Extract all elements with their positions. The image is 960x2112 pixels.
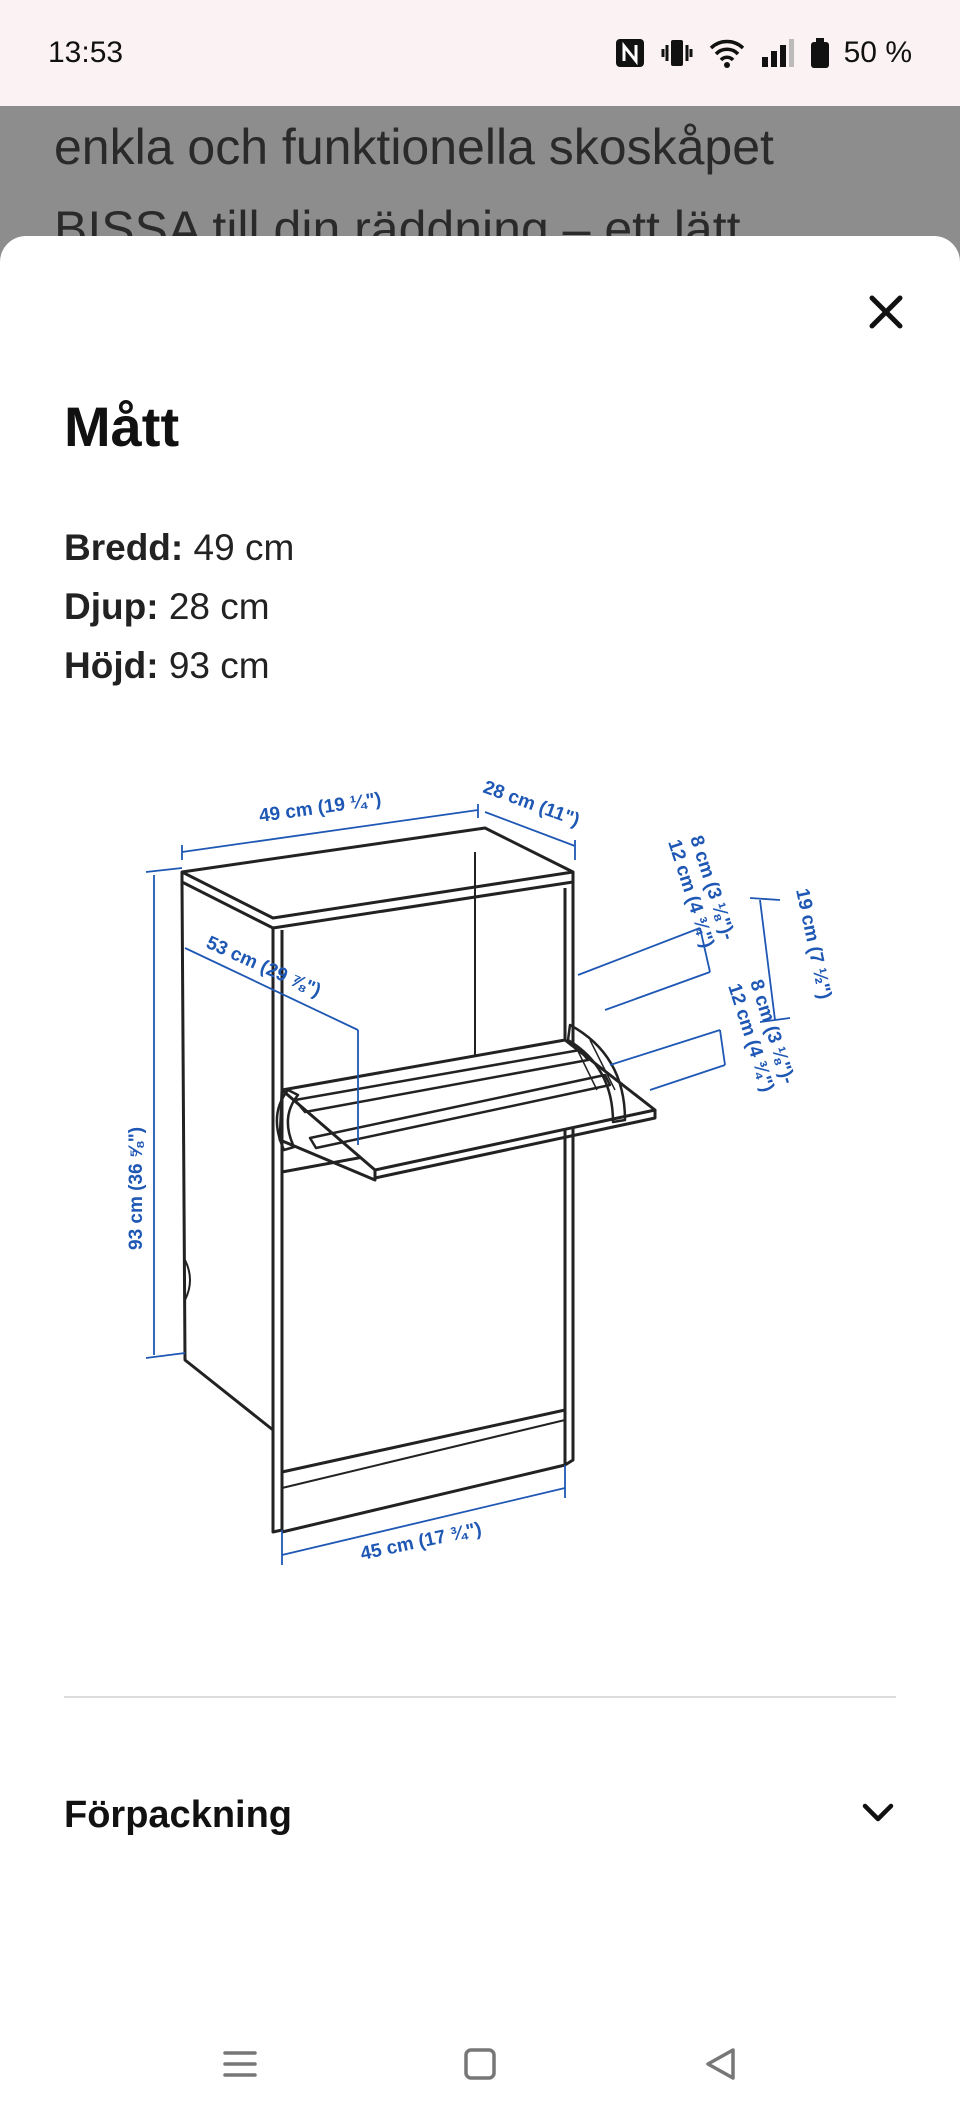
battery-percent: 50 %	[843, 36, 912, 69]
dimension-diagram: 49 cm (19 ¼") 28 cm (11") 93 cm (36 ⅝") …	[126, 777, 835, 1565]
status-time: 13:53	[48, 36, 124, 69]
recent-apps-button[interactable]	[210, 2036, 270, 2096]
back-icon	[703, 2046, 737, 2087]
system-nav-bar	[0, 2020, 960, 2112]
dimension-label: Höjd:	[64, 645, 159, 686]
dimension-height: Höjd: 93 cm	[64, 636, 294, 695]
dimension-depth: Djup: 28 cm	[64, 577, 294, 636]
label-inner-depth: 53 cm (29 ⅞")	[203, 932, 324, 1001]
label-open-e: 19 cm (7 ½")	[791, 887, 835, 1001]
divider	[64, 1696, 896, 1698]
chevron-down-icon	[860, 1801, 896, 1830]
signal-icon	[760, 37, 796, 69]
sheet-title: Mått	[64, 395, 180, 458]
battery-icon	[810, 37, 830, 69]
status-icons: 50 %	[614, 36, 912, 70]
dimension-list: Bredd: 49 cm Djup: 28 cm Höjd: 93 cm	[64, 518, 294, 695]
dimension-lines	[145, 804, 791, 1565]
cabinet-drawing	[180, 826, 657, 1534]
nfc-icon	[614, 37, 646, 69]
close-icon	[866, 292, 906, 337]
dimension-value: 93 cm	[168, 645, 270, 686]
menu-icon	[222, 2049, 258, 2084]
vibrate-icon	[660, 37, 694, 69]
dimension-value: 28 cm	[168, 586, 270, 627]
dimension-label: Bredd:	[64, 527, 184, 568]
label-depth-top: 28 cm (11")	[480, 777, 582, 831]
close-button[interactable]	[850, 278, 922, 350]
dimension-label: Djup:	[64, 586, 159, 627]
label-height: 93 cm (36 ⅝")	[126, 1127, 147, 1250]
accordion-label: Förpackning	[64, 1793, 293, 1836]
wifi-icon	[708, 37, 746, 69]
back-button[interactable]	[690, 2036, 750, 2096]
home-icon	[463, 2047, 497, 2086]
accordion-packaging[interactable]: Förpackning	[64, 1770, 896, 1860]
dimension-width: Bredd: 49 cm	[64, 518, 294, 577]
label-bottom-width: 45 cm (17 ¾")	[359, 1519, 484, 1565]
home-button[interactable]	[450, 2036, 510, 2096]
label-width-top: 49 cm (19 ¼")	[258, 789, 383, 827]
status-bar: 13:53 50 %	[0, 0, 960, 106]
dimension-value: 49 cm	[193, 527, 295, 568]
background-line-1: enkla och funktionella skoskåpet	[54, 119, 774, 175]
